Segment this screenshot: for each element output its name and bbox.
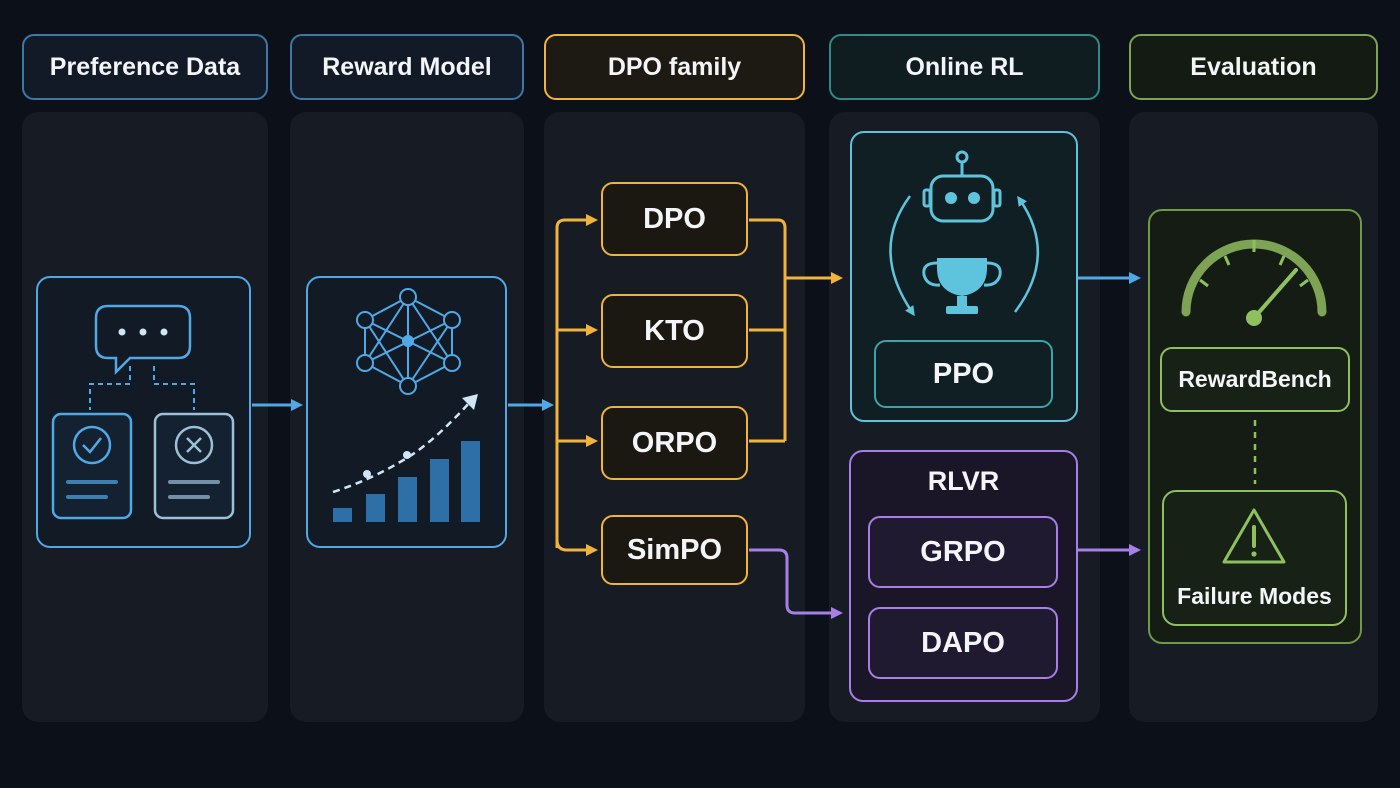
chat-branch-lines — [89, 366, 195, 410]
fanout-to-dpo-family — [555, 214, 598, 556]
header-preference-data: Preference Data — [22, 34, 268, 100]
method-kto[interactable]: KTO — [601, 294, 748, 368]
merge-to-ppo — [749, 218, 843, 443]
neural-network-icon — [356, 288, 461, 395]
warning-icon — [1222, 508, 1286, 564]
header-reward-model: Reward Model — [290, 34, 524, 100]
robot-icon — [922, 150, 1002, 223]
header-evaluation: Evaluation — [1129, 34, 1378, 100]
header-online-rl: Online RL — [829, 34, 1100, 100]
cycle-arrows-icon — [889, 195, 1039, 317]
rewardbench-box[interactable]: RewardBench — [1160, 347, 1350, 412]
check-card-icon — [51, 412, 133, 520]
chat-bubble-icon — [94, 304, 192, 376]
method-ppo[interactable]: PPO — [874, 340, 1053, 408]
header-dpo-family: DPO family — [544, 34, 805, 100]
arrow-simpo-to-rlvr — [749, 548, 843, 619]
method-dpo[interactable]: DPO — [601, 182, 748, 256]
gauge-icon — [1181, 239, 1327, 326]
method-grpo[interactable]: GRPO — [868, 516, 1058, 588]
failure-modes-label: Failure Modes — [1177, 583, 1332, 609]
cross-card-icon — [153, 412, 235, 520]
method-dapo[interactable]: DAPO — [868, 607, 1058, 679]
method-simpo[interactable]: SimPO — [601, 515, 748, 585]
bar-chart-icon — [332, 394, 480, 522]
trophy-icon — [922, 258, 1002, 314]
rlvr-title: RLVR — [927, 466, 1000, 496]
method-orpo[interactable]: ORPO — [601, 406, 748, 480]
